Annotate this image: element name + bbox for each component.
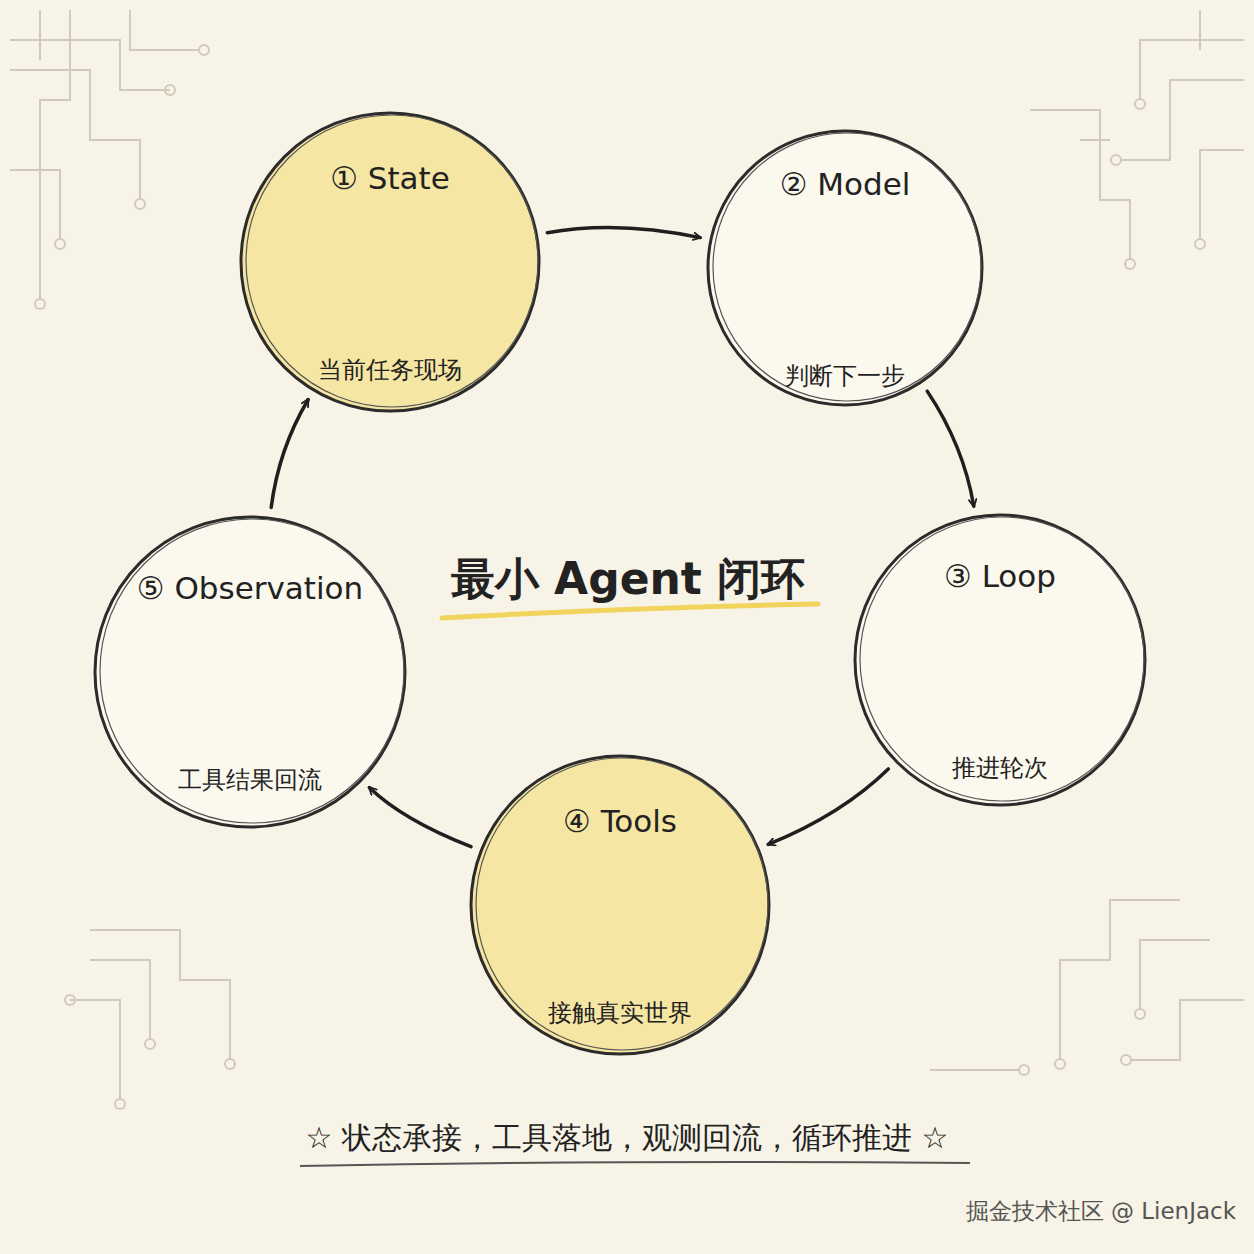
node-heading: ③ Loop [852,558,1148,594]
circuit-traces [10,10,1244,1109]
caption: ☆ 状态承接，工具落地，观测回流，循环推进 ☆ [306,1118,949,1159]
node-heading: ⑤ Observation [92,570,408,606]
circle-node: ③ Loop 推进轮次 [852,512,1148,808]
node-body: 工具结果回流 [92,764,408,796]
watermark: 掘金技术社区 @ LienJack [966,1196,1236,1227]
flow-arrow [927,391,974,506]
node-body: 推进轮次 [852,752,1148,784]
caption-underline [300,1162,970,1166]
flow-arrow [547,227,700,237]
circle-node: ④ Tools 接触真实世界 [468,753,772,1057]
flow-arrow [271,400,308,508]
circle-node: ① State 当前任务现场 [238,110,542,414]
node-heading: ② Model [705,166,985,202]
node-heading: ① State [238,160,542,196]
circle-node: ② Model 判断下一步 [705,128,985,408]
diagram-title: 最小 Agent 闭环 [451,550,805,609]
flow-arrow [768,769,888,845]
title-underline [442,604,818,618]
flow-arrow [369,788,471,847]
node-heading: ④ Tools [468,803,772,839]
node-body: 判断下一步 [705,360,985,392]
node-body: 接触真实世界 [468,997,772,1029]
node-body: 当前任务现场 [238,354,542,386]
circle-node: ⑤ Observation 工具结果回流 [92,514,408,830]
